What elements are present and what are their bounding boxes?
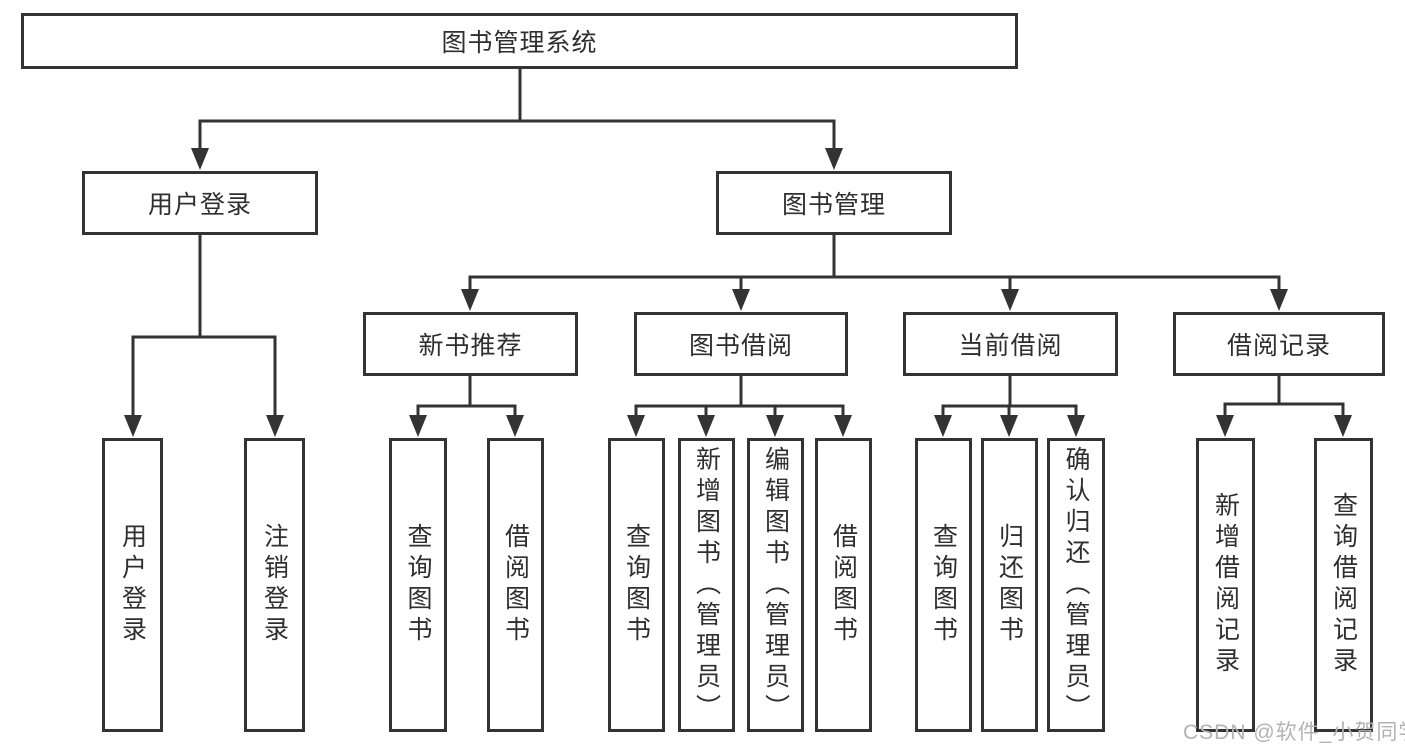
leaf-edit-book-admin: 编辑图书（管理员）	[747, 438, 804, 732]
arrowhead-icon	[461, 289, 479, 311]
leaf-add-book-admin: 新增图书（管理员）	[678, 438, 735, 732]
arrowhead-icon	[697, 415, 715, 437]
leaf-borrow-books-borrowing: 借阅图书	[815, 438, 872, 732]
arrowhead-icon	[627, 415, 645, 437]
arrowhead-icon	[1000, 415, 1018, 437]
leaf-add-borrow-record: 新增借阅记录	[1196, 438, 1255, 732]
arrowhead-icon	[1216, 415, 1234, 437]
arrowhead-icon	[732, 289, 750, 311]
arrowhead-icon	[409, 415, 427, 437]
arrowhead-icon	[191, 148, 209, 170]
leaf-borrow-books-recommend: 借阅图书	[487, 438, 544, 732]
arrowhead-icon	[506, 415, 524, 437]
node-current-borrowing: 当前借阅	[903, 312, 1118, 376]
arrowhead-icon	[1270, 289, 1288, 311]
leaf-query-books-current: 查询图书	[915, 438, 972, 732]
arrowhead-icon	[1334, 415, 1352, 437]
arrowhead-icon	[825, 148, 843, 170]
csdn-watermark: CSDN @软件_小贺同学	[1183, 721, 1405, 744]
arrowhead-icon	[934, 415, 952, 437]
node-root: 图书管理系统	[21, 13, 1018, 69]
node-book-management: 图书管理	[716, 171, 952, 235]
leaf-return-books: 归还图书	[981, 438, 1038, 732]
arrowhead-icon	[1067, 415, 1085, 437]
leaf-confirm-return-admin: 确认归还（管理员）	[1047, 438, 1105, 732]
node-book-borrowing: 图书借阅	[634, 312, 848, 376]
arrowhead-icon	[766, 415, 784, 437]
node-new-book-recommend: 新书推荐	[363, 312, 578, 376]
arrowhead-icon	[266, 415, 284, 437]
node-borrowing-records: 借阅记录	[1173, 312, 1385, 376]
leaf-query-books-recommend: 查询图书	[389, 438, 447, 732]
node-user-login: 用户登录	[82, 171, 318, 235]
leaf-query-borrow-record: 查询借阅记录	[1314, 438, 1373, 732]
arrowhead-icon	[124, 415, 142, 437]
arrowhead-icon	[834, 415, 852, 437]
arrowhead-icon	[1001, 289, 1019, 311]
leaf-user-login: 用户登录	[102, 438, 163, 732]
leaf-query-books-borrowing: 查询图书	[608, 438, 665, 732]
leaf-logout: 注销登录	[244, 438, 305, 732]
